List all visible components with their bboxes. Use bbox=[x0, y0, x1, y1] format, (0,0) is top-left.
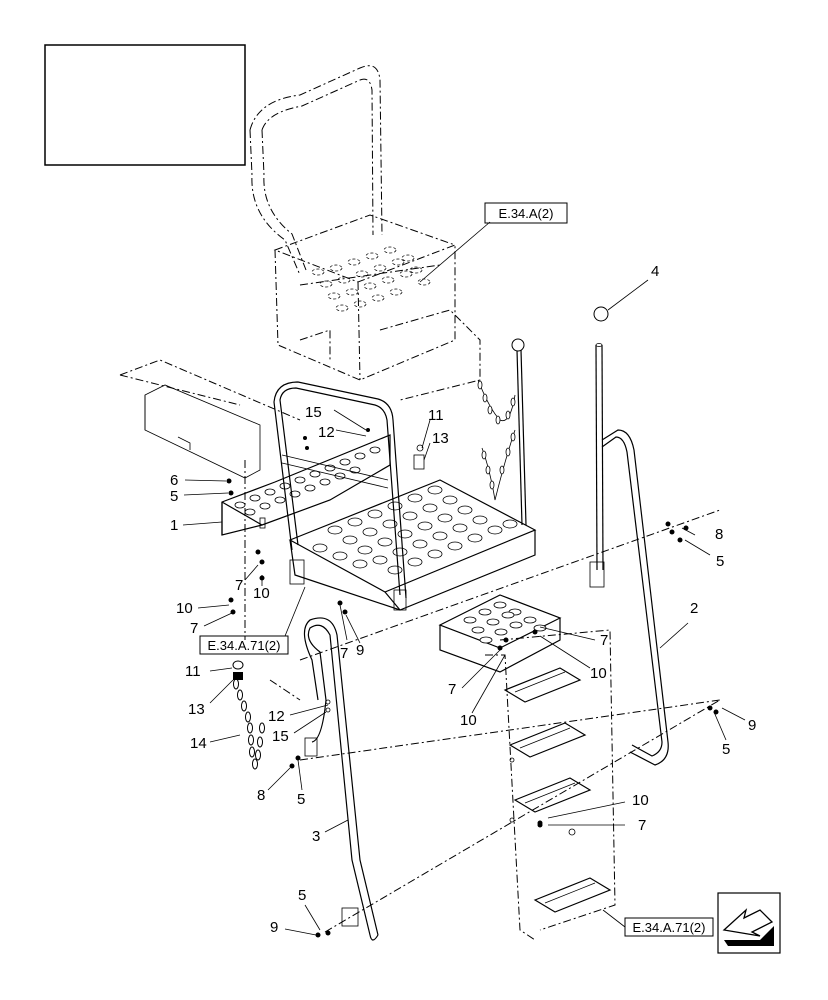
callout-3: 3 bbox=[312, 828, 320, 845]
fasteners bbox=[226, 428, 719, 938]
svg-text:E.34.A.71(2): E.34.A.71(2) bbox=[208, 638, 281, 653]
callout-15: 15 bbox=[272, 728, 289, 745]
main-platform bbox=[144, 338, 537, 611]
callout-7: 7 bbox=[638, 817, 646, 834]
callout-7: 7 bbox=[340, 645, 348, 662]
callout-2: 2 bbox=[690, 600, 698, 617]
callout-10: 10 bbox=[253, 585, 270, 602]
callout-6: 6 bbox=[170, 472, 178, 489]
callout-7: 7 bbox=[190, 620, 198, 637]
callout-13: 13 bbox=[432, 430, 449, 447]
callout-5: 5 bbox=[170, 488, 178, 505]
callout-12: 12 bbox=[268, 708, 285, 725]
callout-7: 7 bbox=[600, 632, 608, 649]
callout-7: 7 bbox=[235, 577, 243, 594]
callout-15: 15 bbox=[305, 404, 322, 421]
callout-10: 10 bbox=[460, 712, 477, 729]
callout-11: 11 bbox=[428, 407, 444, 424]
callout-5: 5 bbox=[298, 887, 306, 904]
phantom-upper-platform bbox=[119, 65, 481, 421]
callout-4: 4 bbox=[651, 263, 659, 280]
callout-8: 8 bbox=[715, 526, 723, 543]
centre-lines bbox=[244, 460, 721, 933]
callout-9: 9 bbox=[356, 642, 364, 659]
reference-box-bottom-right[interactable]: E.34.A.71(2) bbox=[624, 917, 714, 937]
callout-10: 10 bbox=[632, 792, 649, 809]
svg-text:E.34.A.71(2): E.34.A.71(2) bbox=[633, 920, 706, 935]
chain bbox=[232, 660, 265, 770]
blank-frame bbox=[44, 44, 246, 166]
reference-box-left[interactable]: E.34.A.71(2) bbox=[199, 635, 289, 655]
reference-box-top[interactable]: E.34.A(2) bbox=[484, 202, 568, 224]
callout-5: 5 bbox=[722, 741, 730, 758]
callout-numbers: 4 2 3 1 6 5 15 12 11 13 7 10 10 7 7 9 7 … bbox=[170, 263, 756, 936]
callout-10: 10 bbox=[590, 665, 607, 682]
pole-and-rail bbox=[589, 306, 669, 766]
callout-8: 8 bbox=[257, 787, 265, 804]
callout-12: 12 bbox=[318, 424, 335, 441]
left-rail bbox=[303, 617, 379, 941]
callout-13: 13 bbox=[188, 701, 205, 718]
callout-10: 10 bbox=[176, 600, 193, 617]
svg-text:E.34.A(2): E.34.A(2) bbox=[499, 206, 554, 221]
callout-leaders bbox=[182, 279, 746, 936]
callout-11: 11 bbox=[185, 663, 201, 680]
callout-9: 9 bbox=[748, 717, 756, 734]
callout-1: 1 bbox=[170, 517, 178, 534]
ladder bbox=[438, 594, 616, 941]
callout-5: 5 bbox=[297, 791, 305, 808]
arrow-nav-icon[interactable] bbox=[717, 892, 781, 954]
callout-9: 9 bbox=[270, 919, 278, 936]
callout-5: 5 bbox=[716, 553, 724, 570]
callout-14: 14 bbox=[190, 735, 207, 752]
callout-7: 7 bbox=[448, 681, 456, 698]
